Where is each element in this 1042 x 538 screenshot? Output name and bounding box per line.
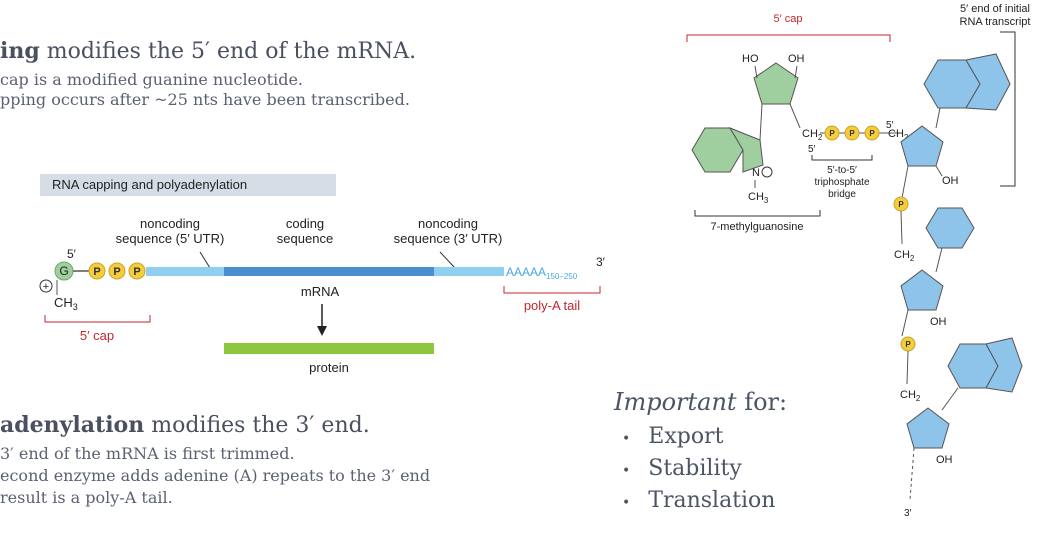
oh-bond-1 <box>935 165 943 177</box>
bridge-p3 <box>864 125 880 141</box>
utr3-connector <box>439 251 456 269</box>
cap-ribose <box>753 62 799 105</box>
ribose-base-bond <box>759 103 763 141</box>
capping-line-1: cap is a modified guanine nucleotide. <box>0 70 303 89</box>
bridge-p3-letter: P <box>869 129 875 138</box>
utr5-connector <box>199 251 211 269</box>
glyco-bond-3 <box>941 387 959 411</box>
ch2-left: CH2 <box>802 128 823 142</box>
three-prime-end: 3′ <box>904 508 912 519</box>
ho-label: HO <box>742 53 759 65</box>
oh-bond <box>794 65 798 79</box>
ribose-3 <box>906 407 950 449</box>
backbone-p1-letter: P <box>898 200 904 209</box>
guanine-five-ring <box>728 126 764 173</box>
n-plus-label: N <box>752 167 760 179</box>
arrow-head <box>317 326 327 336</box>
methyl-label: CH3 <box>748 191 769 205</box>
important-heading: Important for: <box>614 388 788 416</box>
bullet-stability: •Stability <box>622 456 742 481</box>
phosphate-1 <box>88 262 106 280</box>
ribose-2 <box>900 269 944 311</box>
poly-a-sequence: AAAAA150–250 <box>506 265 578 281</box>
bridge-p2-letter: P <box>849 129 855 138</box>
ch3-label: CH3 <box>54 295 78 312</box>
methylguanosine-label: 7-methylguanosine <box>711 221 804 233</box>
backbone-3 <box>901 309 909 337</box>
five-prime-label: 5′ <box>67 247 77 261</box>
five-prime-right: 5′ <box>886 120 894 131</box>
methylguanosine-bracket <box>694 210 821 217</box>
backbone-2 <box>900 210 903 245</box>
ribose-1 <box>900 125 944 167</box>
bridge-label-2: triphosphate <box>814 177 869 188</box>
bridge-p1-letter: P <box>829 129 835 138</box>
polya-line-1: 3′ end of the mRNA is first trimmed. <box>0 444 295 463</box>
polya-label: poly-A tail <box>524 298 580 313</box>
bridge-p2 <box>844 125 860 141</box>
initial-transcript-l2: RNA transcript <box>960 16 1031 28</box>
initial-transcript-bracket <box>1000 31 1016 187</box>
polya-line-2: econd enzyme adds adenine (A) repeats to… <box>0 466 431 485</box>
g-letter: G <box>59 264 68 278</box>
mrna-diagram: 5′ G P P P + CH3 AAAAA150–250 3′ mRNA pr… <box>39 247 606 375</box>
ch2-n2: CH2 <box>894 249 915 263</box>
cap-bracket <box>44 315 151 323</box>
bridge-p1 <box>824 125 840 141</box>
utr5-segment <box>146 267 224 276</box>
oh-2: OH <box>930 316 947 328</box>
polya-line-3: result is a poly-A tail. <box>0 488 173 507</box>
polya-bracket <box>503 286 601 294</box>
glyco-bond-1 <box>935 107 941 129</box>
base-1-five-ring <box>965 53 1011 111</box>
base-3-five-ring <box>985 337 1023 393</box>
backbone-1 <box>901 165 909 199</box>
structure-cap-label: 5′ cap <box>774 13 803 25</box>
structure-cap-bracket <box>686 34 891 42</box>
five-prime-left: 5′ <box>808 144 816 155</box>
backbone-dashed <box>909 447 915 501</box>
utr3-segment <box>434 267 504 276</box>
cap-label: 5′ cap <box>80 328 114 343</box>
bridge-bracket <box>811 155 873 161</box>
bridge-label-1: 5′-to-5′ <box>827 165 857 176</box>
plus-sign: + <box>43 281 49 293</box>
oh-3: OH <box>936 454 953 466</box>
capping-heading: ing modifies the 5′ end of the mRNA. <box>0 38 417 64</box>
positive-charge <box>39 279 53 293</box>
coding-segment <box>224 267 434 276</box>
three-prime-label: 3′ <box>596 255 606 269</box>
bullet-export: •Export <box>622 424 724 449</box>
phosphate-2-letter: P <box>113 266 120 278</box>
ch2-n3: CH2 <box>900 389 921 403</box>
protein-label: protein <box>309 360 349 375</box>
phosphate-1-letter: P <box>93 266 100 278</box>
phosphate-3-letter: P <box>133 266 140 278</box>
figure-title: RNA capping and polyadenylation <box>40 174 336 196</box>
capping-line-2: pping occurs after ~25 nts have been tra… <box>0 90 410 109</box>
bullet-translation: •Translation <box>622 488 776 513</box>
ho-bond <box>754 65 758 79</box>
base-2-ring <box>925 207 975 249</box>
polyadenylation-heading: adenylation modifies the 3′ end. <box>0 412 370 438</box>
cap-structure-diagram: 5′ cap 5′ end of initial RNA transcript … <box>686 3 1031 519</box>
n-positive <box>761 166 773 178</box>
phosphate-2 <box>108 262 126 280</box>
ribose-ch2-bond <box>789 103 801 129</box>
glyco-bond-2 <box>935 247 943 273</box>
mrna-label: mRNA <box>301 284 340 299</box>
protein-bar <box>224 343 434 354</box>
bridge-label-3: bridge <box>828 189 856 200</box>
backbone-4 <box>906 350 909 385</box>
initial-transcript-l1: 5′ end of initial <box>960 3 1030 15</box>
backbone-p2-letter: P <box>905 340 911 349</box>
oh-label-cap: OH <box>788 53 805 65</box>
oh-1: OH <box>942 175 959 187</box>
phosphate-3 <box>128 262 146 280</box>
